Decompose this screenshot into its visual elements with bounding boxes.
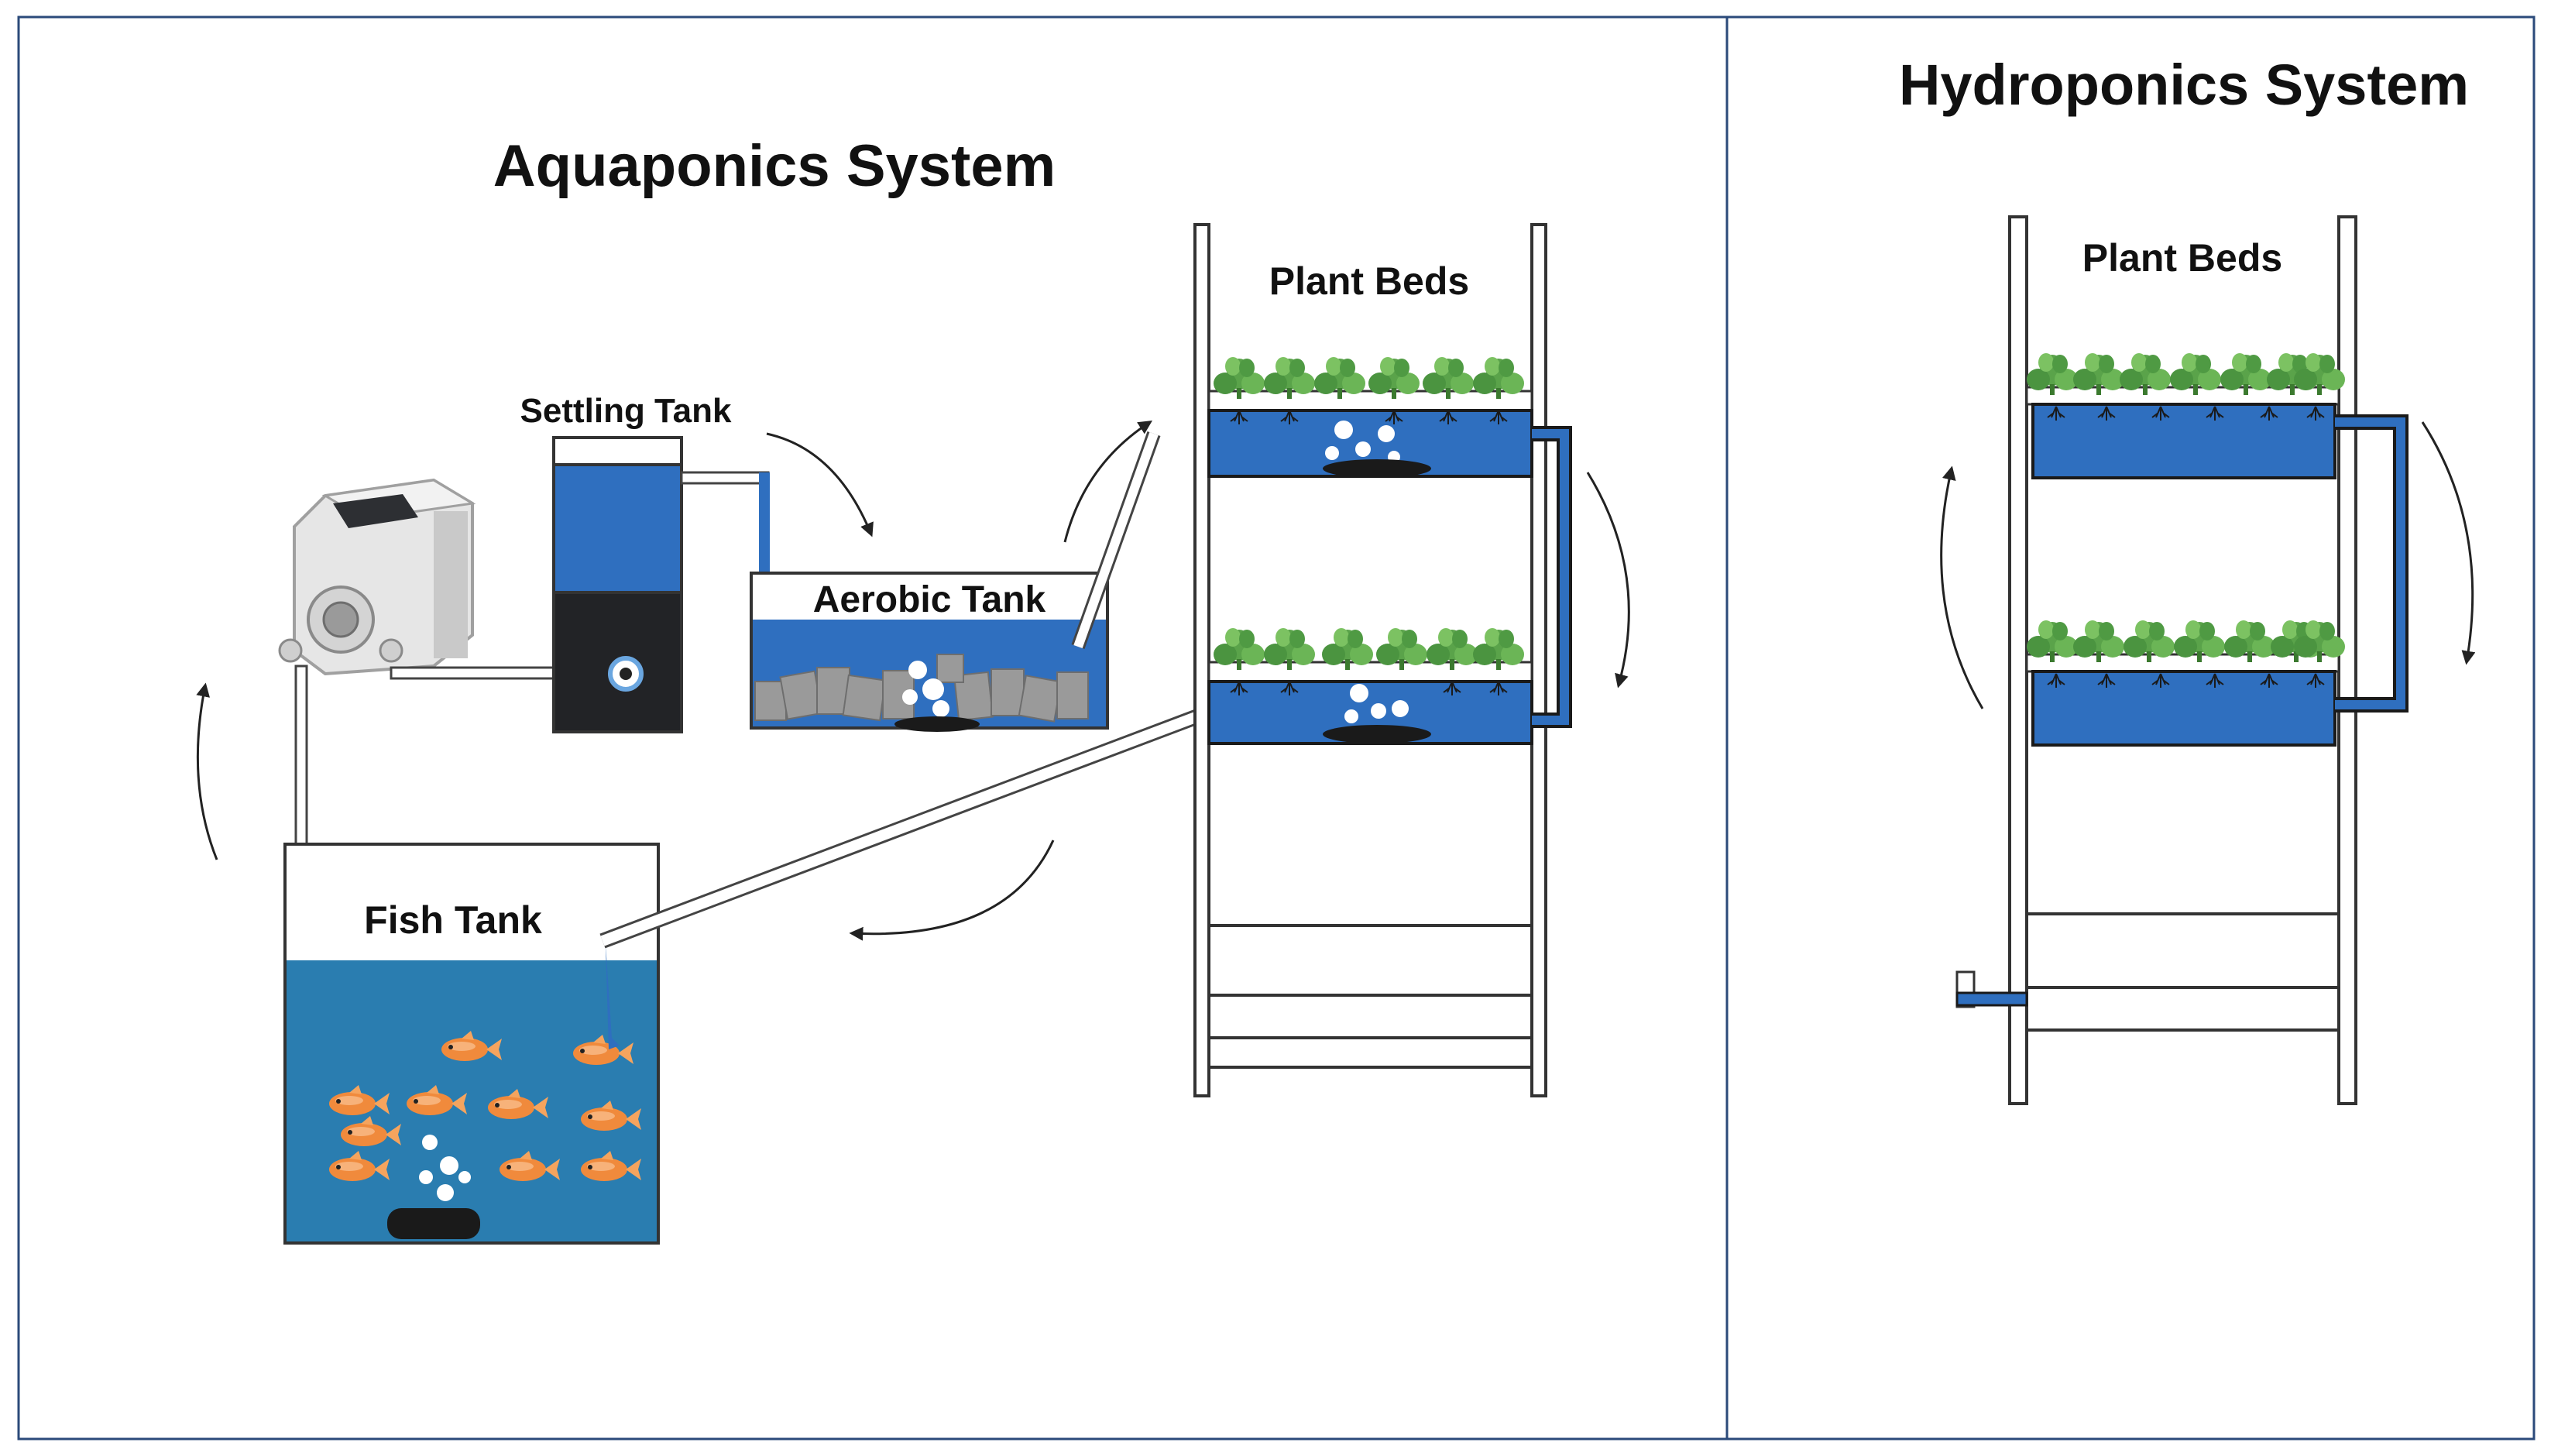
- arrow-hydro-down: [2421, 421, 2476, 665]
- bed-to-fishtank-pipe-inner: [600, 706, 1214, 946]
- arrow-hydro-up: [1940, 465, 1984, 709]
- fish-tank-inflow: [606, 945, 620, 1049]
- hydroponics-title: Hydroponics System: [1899, 53, 2469, 117]
- fish-tank: [283, 843, 660, 1245]
- arrow-settling-to-aerobic: [766, 432, 874, 537]
- arrow-beds-down: [1586, 472, 1630, 689]
- aquaponics-plant-tower: [1193, 223, 1572, 1097]
- settling-tank: [552, 436, 683, 733]
- hydroponics-plant-tower: [1955, 215, 2409, 1105]
- aerobic-tank: [750, 572, 1109, 732]
- aquaponics-title: Aquaponics System: [493, 133, 1056, 199]
- aerobic-tank-label: Aerobic Tank: [813, 579, 1046, 620]
- arrow-fishtank-to-pump: [196, 682, 218, 860]
- arrow-beds-to-fishtank: [849, 840, 1055, 941]
- outer-frame: [17, 15, 2536, 1441]
- settling-tank-label: Settling Tank: [520, 392, 733, 430]
- aquaponics-plant-beds-label: Plant Beds: [1269, 259, 1469, 303]
- arrow-aerobic-to-beds: [1063, 421, 1153, 543]
- fish-tank-label: Fish Tank: [364, 898, 542, 942]
- aerobic-to-bed-pipe-inner: [1073, 431, 1159, 649]
- peristaltic-pump: [278, 478, 476, 676]
- hydroponics-plant-beds-label: Plant Beds: [2082, 236, 2282, 280]
